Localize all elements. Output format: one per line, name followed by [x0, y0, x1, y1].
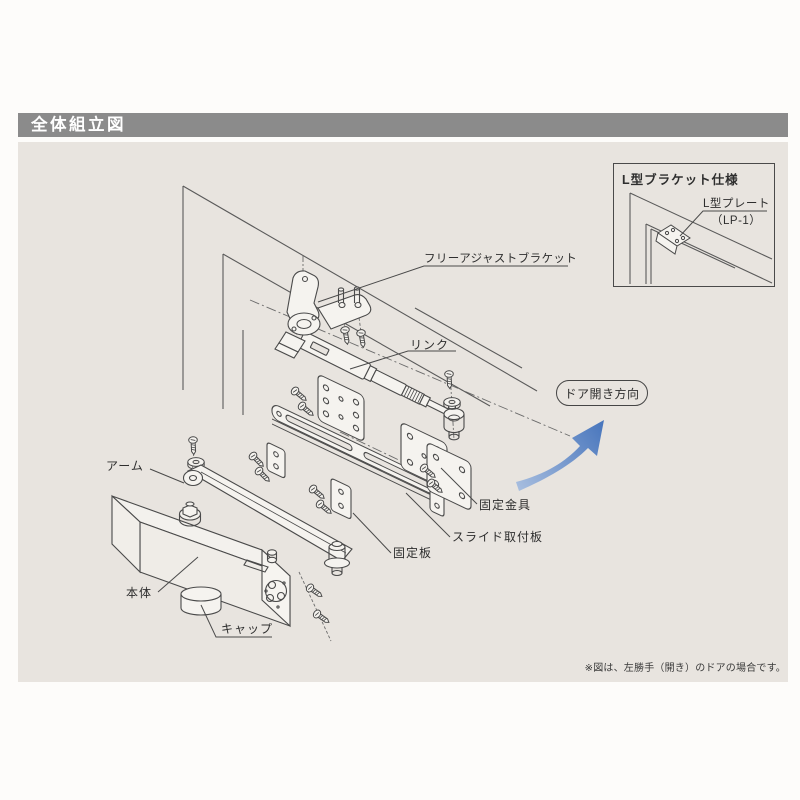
inset-leader-line — [679, 210, 767, 237]
cap-drawing — [180, 586, 222, 616]
free-adjust-bracket-drawing — [274, 270, 372, 359]
left-fixing-plate-drawing — [266, 442, 286, 479]
label-fixing-plate: 固定板 — [393, 546, 433, 560]
label-link: リンク — [410, 338, 450, 352]
section-title: 全体組立図 — [31, 116, 126, 134]
inset-plate-code: （LP-1） — [711, 215, 762, 227]
section-header-bar: 全体組立図 — [18, 113, 788, 137]
center-mounting-plate-drawing — [317, 375, 365, 441]
body-drawing — [111, 494, 291, 628]
inset-l-plate-drawing — [655, 224, 691, 255]
screw-icon — [311, 608, 332, 627]
direction-badge: ドア開き方向 — [556, 380, 648, 406]
fixing-plate-drawing — [330, 478, 352, 520]
screw-icon — [247, 450, 267, 470]
inset-box: L型ブラケット仕様 — [613, 163, 775, 287]
label-fixing-hardware: 固定金具 — [479, 498, 532, 512]
screw-icon — [355, 328, 369, 349]
leader-lines — [149, 265, 568, 638]
label-body: 本体 — [126, 586, 153, 600]
right-fixing-bracket-drawing — [400, 423, 472, 510]
direction-arrow-icon — [516, 420, 604, 491]
arm-drawing — [182, 464, 353, 577]
inset-plate-label: L型プレート — [703, 198, 770, 210]
label-free-adjust-bracket: フリーアジャストブラケット — [424, 253, 578, 265]
note-text: ※図は、左勝手（開き）のドアの場合です。 — [584, 663, 786, 674]
inset-title: L型ブラケット仕様 — [622, 173, 739, 187]
screw-icon — [304, 582, 325, 601]
label-slide-mounting-plate: スライド取付板 — [452, 530, 544, 544]
slide-rail-drawing — [271, 404, 445, 517]
ball-joint-drawing — [443, 404, 465, 441]
screw-icon — [289, 385, 310, 405]
screw-icon — [188, 435, 199, 456]
label-cap: キャップ — [221, 622, 274, 636]
label-arm: アーム — [106, 459, 144, 473]
screw-icon — [307, 483, 328, 503]
